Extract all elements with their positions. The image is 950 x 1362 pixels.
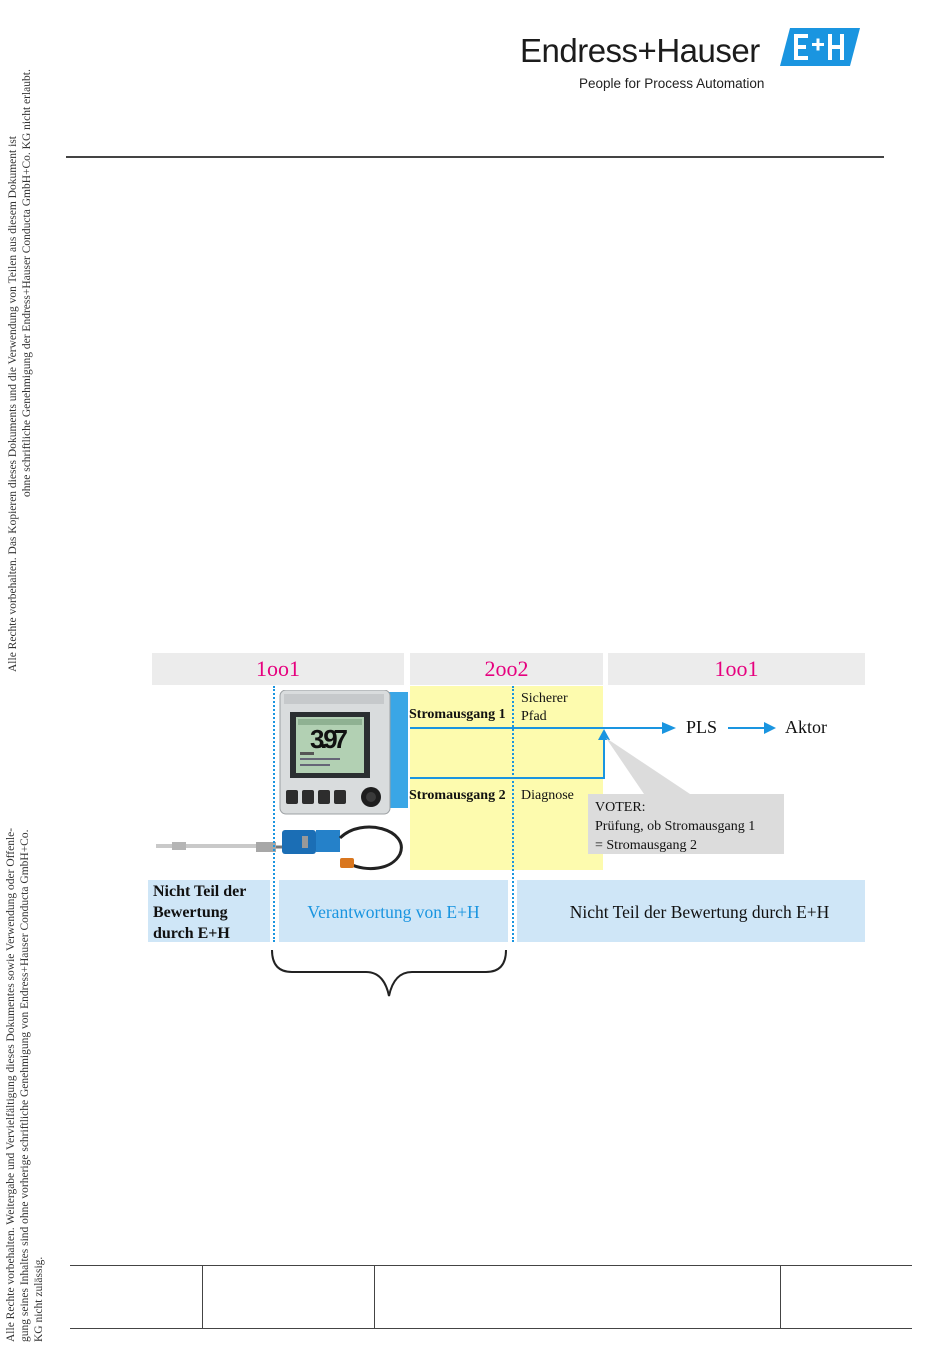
right-note: Nicht Teil der Bewertung durch E+H xyxy=(569,902,830,922)
transmitter-device: 3.97 xyxy=(279,690,408,815)
side-notice-top: Alle Rechte vorbehalten. Das Kopieren di… xyxy=(6,69,34,672)
voter-box xyxy=(588,794,784,854)
safe-path-line2: Pfad xyxy=(521,709,547,724)
side-notice-bottom: Alle Rechte vorbehalten. Weitergabe und … xyxy=(4,828,46,1342)
side-notice-bottom-line2: gung seines Inhaltes sind ohne vorherige… xyxy=(19,829,31,1342)
side-notice-top-line2: ohne schriftliche Genehmigung der Endres… xyxy=(21,69,33,497)
left-note-line3: durch E+H xyxy=(153,925,230,942)
aktor-label: Aktor xyxy=(785,717,827,737)
responsibility-label: Verantwortung von E+H xyxy=(307,902,480,922)
left-note: Nicht Teil der Bewertung durch E+H xyxy=(153,881,246,944)
footer-divider-3 xyxy=(780,1265,781,1329)
responsibility-zone xyxy=(279,880,508,942)
safe-path-label: Sicherer Pfad xyxy=(521,690,568,726)
section-header-2: 2oo2 xyxy=(410,653,603,685)
voter-text: VOTER: Prüfung, ob Stromausgang 1 = Stro… xyxy=(595,798,755,855)
voter-callout-pointer xyxy=(606,738,690,794)
left-note-line2: Bewertung xyxy=(153,904,228,921)
boundary-right-line xyxy=(512,686,514,942)
section-header-1: 1oo1 xyxy=(152,653,404,685)
output1-wire xyxy=(410,727,666,729)
curly-brace xyxy=(271,949,507,997)
voter-line2: Prüfung, ob Stromausgang 1 xyxy=(595,819,756,834)
footer-top-rule xyxy=(70,1265,912,1266)
brand-name: Endress+Hauser xyxy=(520,32,760,69)
left-note-line1: Nicht Teil der xyxy=(153,883,247,900)
sensor-probe xyxy=(156,825,403,871)
output2-label: Stromausgang 2 xyxy=(409,788,506,803)
device-display-value: 3.97 xyxy=(310,724,348,754)
side-notice-bottom-line1: Alle Rechte vorbehalten. Weitergabe und … xyxy=(5,827,17,1342)
footer-divider-1 xyxy=(202,1265,203,1329)
pls-label: PLS xyxy=(686,717,718,737)
right-note-zone xyxy=(517,880,865,942)
feedback-arrow-icon xyxy=(598,729,610,740)
diagnose-label: Diagnose xyxy=(521,788,574,803)
voter-line3: = Stromausgang 2 xyxy=(595,838,697,853)
safe-path-line1: Sicherer xyxy=(521,691,568,706)
voter-title: VOTER: xyxy=(595,800,646,815)
pls-aktor-wire xyxy=(728,727,768,729)
side-notice-top-line1: Alle Rechte vorbehalten. Das Kopieren di… xyxy=(7,136,19,672)
boundary-left-line xyxy=(273,686,275,942)
output1-label: Stromausgang 1 xyxy=(409,707,506,722)
side-notice-bottom-line3: KG nicht zulässig. xyxy=(33,1256,45,1342)
footer-divider-2 xyxy=(374,1265,375,1329)
output2-wire xyxy=(410,777,605,779)
eh-logo-icon xyxy=(780,28,860,66)
arrow-to-aktor-icon xyxy=(764,722,776,734)
footer-bottom-rule xyxy=(70,1328,912,1329)
feedback-wire xyxy=(603,738,605,779)
arrow-to-pls-icon xyxy=(662,722,676,734)
left-note-zone xyxy=(148,880,270,942)
header-rule xyxy=(66,156,884,158)
section-header-3: 1oo1 xyxy=(608,653,865,685)
brand-tagline: People for Process Automation xyxy=(579,76,765,91)
